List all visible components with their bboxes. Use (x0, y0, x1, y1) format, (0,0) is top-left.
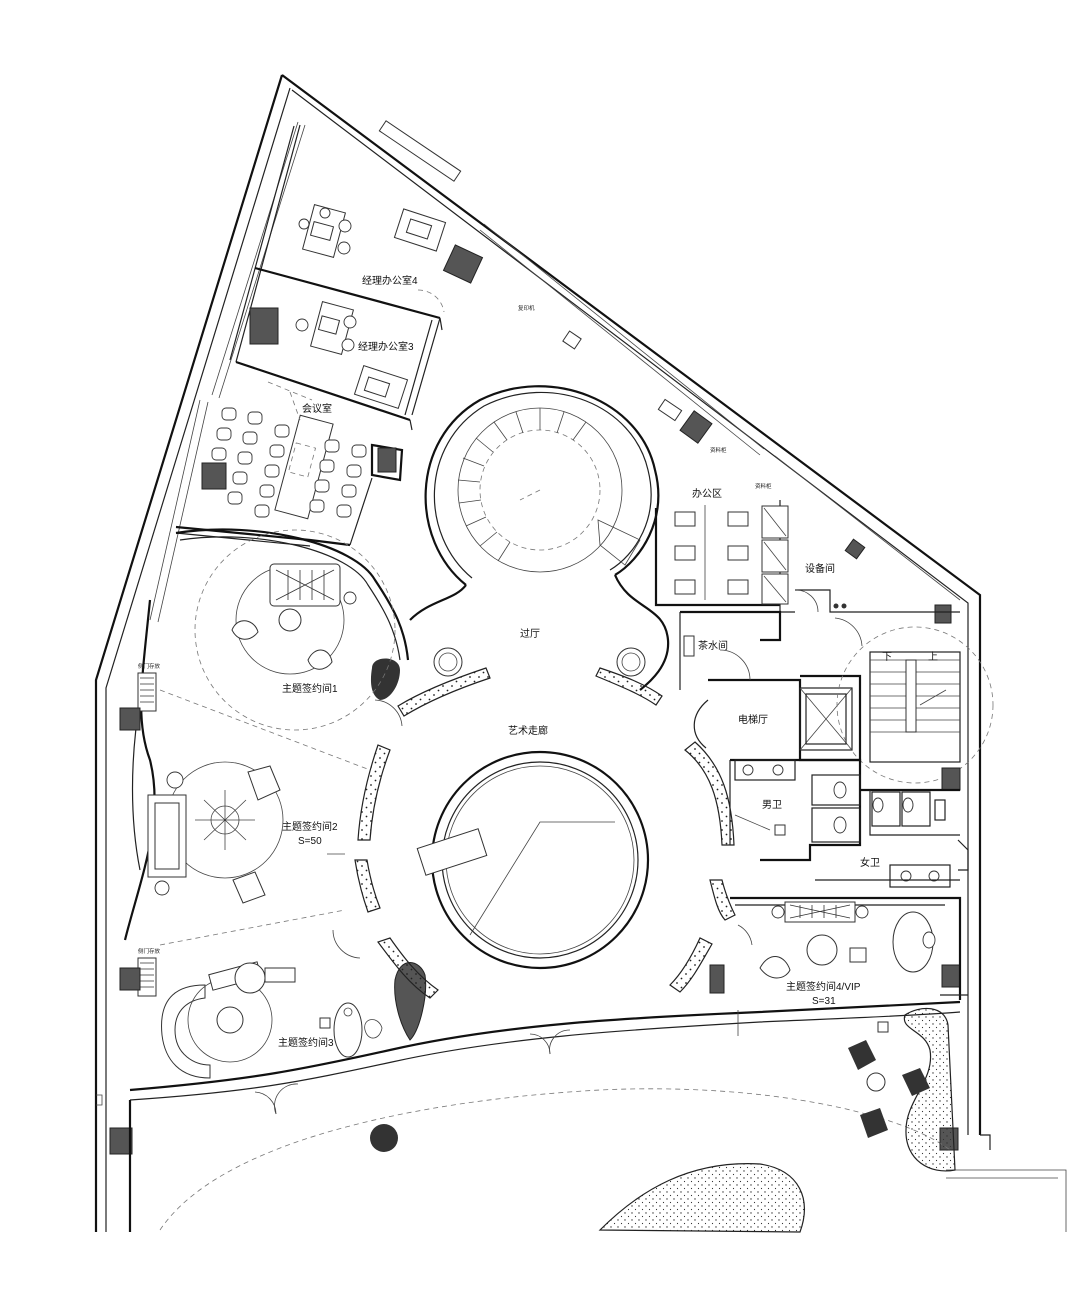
north-wing (175, 120, 952, 624)
label-side-door-storage-bottom: 侧门存放 (138, 947, 161, 955)
label-elevator-hall: 电梯厅 (738, 713, 768, 726)
label-womens-wc: 女卫 (860, 856, 880, 869)
label-file-cabinet-1: 资料柜 (710, 446, 727, 454)
label-meeting-room: 会议室 (302, 402, 332, 415)
room-labels: 经理办公室4 经理办公室3 会议室 办公区 设备间 过厅 茶水间 艺术走廊 电梯… (138, 274, 938, 1049)
label-equipment-room: 设备间 (805, 562, 835, 575)
theme-room-4 (709, 896, 968, 1000)
restrooms (729, 758, 969, 888)
office-area-furniture (654, 500, 960, 613)
label-manager-office-4: 经理办公室4 (362, 274, 418, 287)
corridor-core (327, 574, 753, 1041)
terrace (159, 1007, 956, 1233)
label-mens-wc: 男卫 (762, 799, 782, 811)
label-theme-room-4: 主题签约间4/VIP (786, 980, 861, 993)
label-printer: 复印机 (518, 304, 535, 312)
label-theme-room-2-area: S=50 (298, 836, 322, 847)
label-tea-room: 茶水间 (698, 639, 728, 652)
label-hall: 过厅 (520, 627, 540, 640)
spiral-stair (424, 385, 660, 586)
label-stair-down: 下 (882, 652, 892, 663)
label-side-door-storage-top: 侧门存放 (138, 662, 161, 670)
label-theme-room-3: 主题签约间3 (278, 1036, 334, 1049)
label-manager-office-3: 经理办公室3 (358, 340, 414, 353)
label-theme-room-1: 主题签约间1 (282, 682, 338, 695)
label-art-corridor: 艺术走廊 (508, 724, 548, 737)
label-theme-room-4-area: S=31 (812, 996, 836, 1007)
label-stair-up: 上 (928, 651, 938, 663)
label-file-cabinet-2: 资料柜 (755, 482, 772, 490)
building-envelope (94, 74, 1067, 1232)
label-office-area: 办公区 (692, 487, 722, 500)
label-theme-room-2: 主题签约间2 (282, 820, 338, 833)
west-theme-rooms (109, 528, 961, 1232)
